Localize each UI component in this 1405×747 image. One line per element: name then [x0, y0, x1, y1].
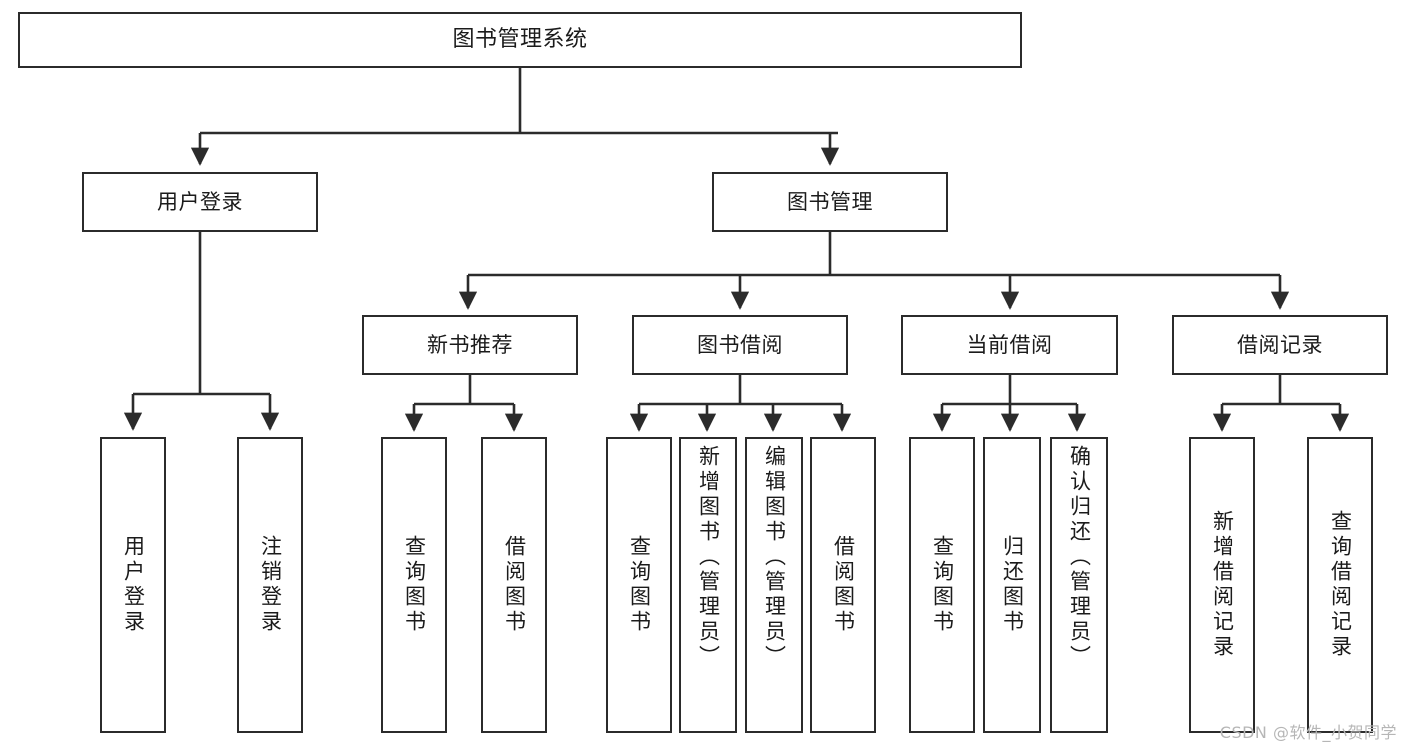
node-label: 新增借阅记录: [1210, 510, 1235, 660]
node-label: 注销登录: [258, 535, 283, 635]
leaf-new-book-borrow[interactable]: 借阅图书: [481, 437, 547, 733]
node-label: 用户登录: [121, 535, 146, 635]
leaf-new-book-query[interactable]: 查询图书: [381, 437, 447, 733]
leaf-current-confirm-return-admin[interactable]: 确认归还（管理员）: [1050, 437, 1108, 733]
node-book-management[interactable]: 图书管理: [712, 172, 948, 232]
leaf-user-login-signin[interactable]: 用户登录: [100, 437, 166, 733]
csdn-watermark: CSDN @软件_小贺同学: [1219, 723, 1397, 742]
node-book-borrow[interactable]: 图书借阅: [632, 315, 848, 375]
node-label: 借阅图书: [831, 535, 856, 635]
node-borrow-record[interactable]: 借阅记录: [1172, 315, 1388, 375]
leaf-current-query-book[interactable]: 查询图书: [909, 437, 975, 733]
node-label: 查询图书: [402, 535, 427, 635]
node-label: 图书管理系统: [452, 27, 588, 53]
leaf-record-query-record[interactable]: 查询借阅记录: [1307, 437, 1373, 733]
node-label: 借阅图书: [502, 535, 527, 635]
leaf-user-login-signout[interactable]: 注销登录: [237, 437, 303, 733]
node-label: 查询图书: [627, 535, 652, 635]
node-label: 图书借阅: [697, 332, 783, 357]
leaf-borrow-edit-book-admin[interactable]: 编辑图书（管理员）: [745, 437, 803, 733]
node-label: 确认归还（管理员）: [1067, 445, 1092, 670]
node-label: 图书管理: [787, 189, 873, 214]
node-label: 查询借阅记录: [1328, 510, 1353, 660]
leaf-borrow-query-book[interactable]: 查询图书: [606, 437, 672, 733]
node-label: 借阅记录: [1237, 332, 1323, 357]
node-user-login[interactable]: 用户登录: [82, 172, 318, 232]
leaf-record-add-record[interactable]: 新增借阅记录: [1189, 437, 1255, 733]
node-new-book-recommend[interactable]: 新书推荐: [362, 315, 578, 375]
node-label: 当前借阅: [966, 332, 1053, 357]
node-root-system[interactable]: 图书管理系统: [18, 12, 1022, 68]
leaf-borrow-add-book-admin[interactable]: 新增图书（管理员）: [679, 437, 737, 733]
node-label: 用户登录: [157, 189, 243, 214]
node-label: 编辑图书（管理员）: [762, 445, 787, 670]
node-label: 新书推荐: [427, 332, 513, 357]
node-current-borrow[interactable]: 当前借阅: [901, 315, 1118, 375]
node-label: 归还图书: [1000, 535, 1025, 635]
leaf-current-return-book[interactable]: 归还图书: [983, 437, 1041, 733]
leaf-borrow-borrow-book[interactable]: 借阅图书: [810, 437, 876, 733]
node-label: 新增图书（管理员）: [696, 445, 721, 670]
node-label: 查询图书: [930, 535, 955, 635]
